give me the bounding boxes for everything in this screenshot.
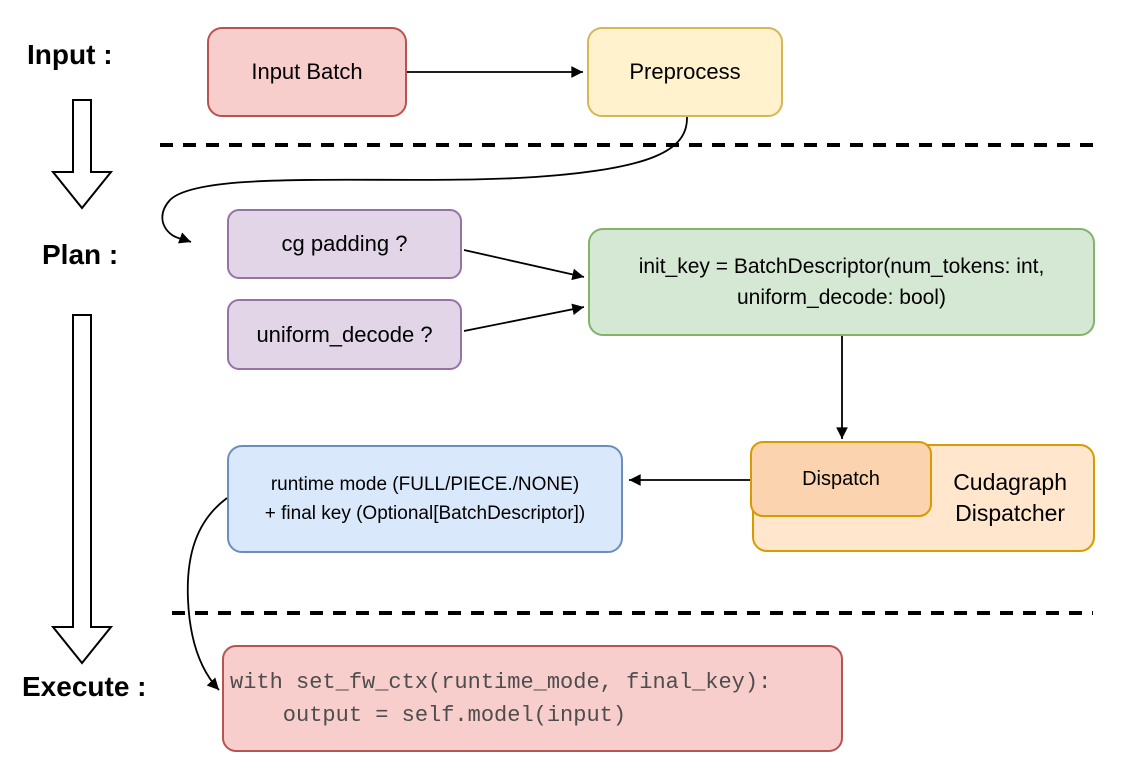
phase-label-execute: Execute : bbox=[22, 671, 147, 702]
node-runtime-mode-line1: runtime mode (FULL/PIECE./NONE) bbox=[270, 474, 580, 495]
phase-label-plan: Plan : bbox=[42, 239, 119, 270]
node-cudagraph-dispatcher-line2: Dispatcher bbox=[955, 500, 1066, 526]
node-dispatch-label: Dispatch bbox=[802, 467, 880, 490]
flow-arrow-plan-to-execute-icon bbox=[50, 314, 114, 665]
node-execute-code-line1: with set_fw_ctx(runtime_mode, final_key)… bbox=[230, 669, 772, 695]
node-dispatch: Dispatch bbox=[750, 441, 932, 517]
flow-arrow-input-to-plan-icon bbox=[50, 99, 114, 210]
node-preprocess-label: Preprocess bbox=[629, 59, 741, 84]
node-preprocess: Preprocess bbox=[587, 27, 783, 117]
node-runtime-mode: runtime mode (FULL/PIECE./NONE) + final … bbox=[227, 445, 623, 553]
node-uniform-decode-label: uniform_decode ? bbox=[256, 321, 433, 347]
node-input-batch: Input Batch bbox=[207, 27, 407, 117]
node-cg-padding: cg padding ? bbox=[227, 209, 462, 279]
node-init-key-line2: uniform_decode: bool) bbox=[737, 286, 946, 309]
node-cudagraph-dispatcher-line1: Cudagraph bbox=[953, 469, 1067, 495]
node-init-key-line1: init_key = BatchDescriptor(num_tokens: i… bbox=[638, 255, 1045, 278]
phase-label-input: Input : bbox=[27, 39, 113, 70]
arrow-uniform-decode-to-init-key bbox=[463, 303, 585, 332]
node-execute-code-line2: output = self.model(input) bbox=[230, 702, 627, 728]
node-input-batch-label: Input Batch bbox=[251, 59, 363, 84]
node-execute-code: with set_fw_ctx(runtime_mode, final_key)… bbox=[222, 645, 843, 752]
node-runtime-mode-line2: + final key (Optional[BatchDescriptor]) bbox=[264, 503, 586, 524]
node-uniform-decode: uniform_decode ? bbox=[227, 299, 462, 370]
node-cg-padding-label: cg padding ? bbox=[281, 231, 408, 256]
node-init-key: init_key = BatchDescriptor(num_tokens: i… bbox=[588, 228, 1095, 336]
arrow-cg-padding-to-init-key bbox=[463, 249, 585, 281]
